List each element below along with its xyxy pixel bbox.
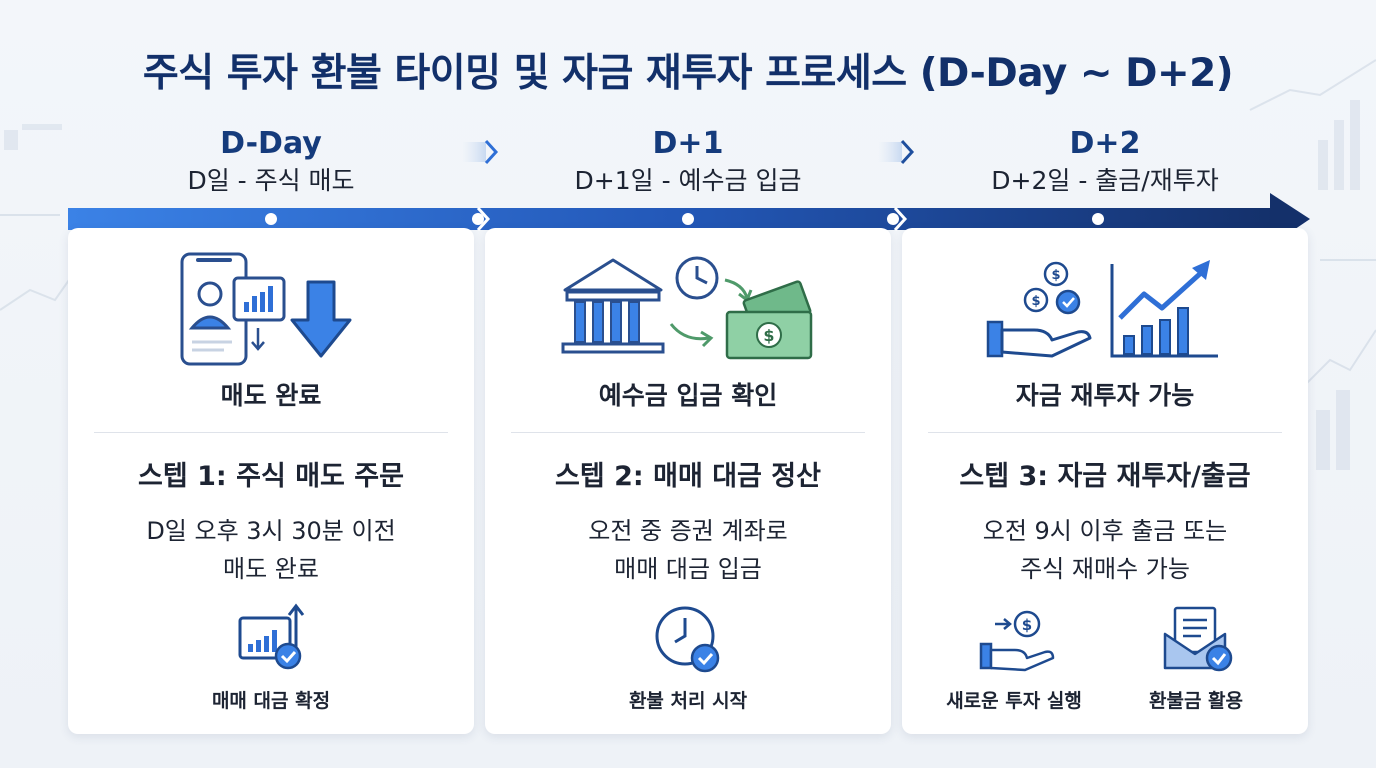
timeline-dot	[682, 213, 694, 225]
step-title: 스텝 2: 매매 대금 정산	[555, 461, 821, 492]
mini-item: $ 새로운 투자 실행	[924, 602, 1104, 713]
divider	[511, 432, 865, 433]
page-title: 주식 투자 환불 타이밍 및 자금 재투자 프로세스 (D-Day ~ D+2)	[142, 51, 1234, 96]
step-day-label: D-Day	[220, 126, 322, 161]
mini-item-label: 환불금 활용	[1148, 690, 1243, 712]
mini-item-label: 환불 처리 시작	[628, 690, 748, 712]
reinvest-growth-icon: $ $	[986, 260, 1218, 358]
card-icon-label: 자금 재투자 가능	[1015, 381, 1195, 410]
mini-item: 환불 처리 시작	[598, 602, 778, 713]
step-description: 오전 중 증권 계좌로 매매 대금 입금	[485, 512, 891, 588]
card-icon-label: 매도 완료	[220, 381, 322, 410]
timeline-dot	[887, 213, 899, 225]
svg-text:$: $	[1051, 268, 1060, 283]
divider	[94, 432, 448, 433]
step-card-d2: $ $ 자금 재투자 가능 스텝 3: 자금 재투자/출금 오전 9시 이후 출…	[902, 228, 1308, 734]
envelope-check-icon	[1163, 606, 1233, 672]
step-description-line: D일 오후 3시 30분 이전	[146, 517, 396, 545]
step-description-line: 오전 9시 이후 출금 또는	[982, 517, 1228, 545]
mini-item-label: 매매 대금 확정	[211, 690, 331, 712]
divider	[928, 432, 1282, 433]
step-description: D일 오후 3시 30분 이전 매도 완료	[68, 512, 474, 588]
chevron-right-icon	[462, 139, 499, 165]
svg-text:$: $	[1022, 616, 1032, 634]
bank-deposit-icon: $	[561, 256, 813, 360]
step-description-line: 매도 완료	[223, 555, 319, 583]
step-header-d1: D+1 D+1일 - 예수금 입금	[485, 124, 891, 198]
timeline-dot	[472, 213, 484, 225]
step-card-dday: 매도 완료 스텝 1: 주식 매도 주문 D일 오후 3시 30분 이전 매도 …	[68, 228, 474, 734]
step-card-d1: $ 예수금 입금 확인 스텝 2: 매매 대금 정산 오전 중 증권 계좌로 매…	[485, 228, 891, 734]
step-day-label: D+2	[1069, 126, 1141, 161]
mini-item: 환불금 활용	[1106, 602, 1286, 713]
timeline-dot	[1092, 213, 1104, 225]
step-day-label: D+1	[652, 126, 724, 161]
hand-coin-icon: $	[979, 610, 1055, 672]
step-description-line: 매매 대금 입금	[614, 555, 762, 583]
chart-check-icon	[238, 603, 305, 670]
step-title: 스텝 3: 자금 재투자/출금	[959, 461, 1251, 492]
step-description-line: 주식 재매수 가능	[1020, 555, 1190, 583]
chevron-right-icon	[878, 139, 915, 165]
step-description: 오전 9시 이후 출금 또는 주식 재매수 가능	[902, 512, 1308, 588]
step-subtitle: D+1일 - 예수금 입금	[574, 166, 802, 195]
svg-text:$: $	[763, 326, 774, 345]
step-subtitle: D일 - 주식 매도	[187, 166, 355, 195]
step-description-line: 오전 중 증권 계좌로	[588, 517, 788, 545]
card-icon-label: 예수금 입금 확인	[598, 381, 778, 410]
step-header-d2: D+2 D+2일 - 출금/재투자	[902, 124, 1308, 198]
clock-check-icon	[655, 606, 720, 673]
step-subtitle: D+2일 - 출금/재투자	[991, 166, 1219, 195]
mini-item: 매매 대금 확정	[181, 602, 361, 713]
step-header-dday: D-Day D일 - 주식 매도	[68, 124, 474, 198]
svg-text:$: $	[1031, 294, 1040, 309]
step-title: 스텝 1: 주식 매도 주문	[138, 461, 404, 492]
timeline-dot	[265, 213, 277, 225]
mini-item-label: 새로운 투자 실행	[946, 690, 1082, 712]
sell-order-icon	[180, 252, 352, 366]
